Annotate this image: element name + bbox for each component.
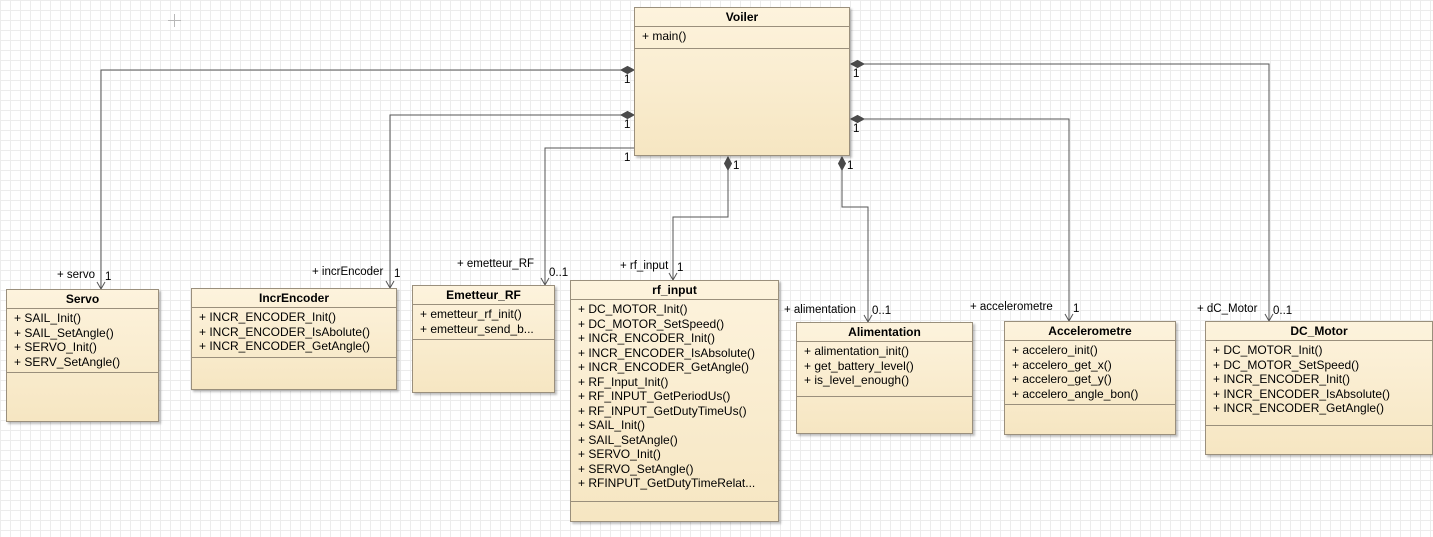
operation: + INCR_ENCODER_Init()	[199, 310, 337, 324]
operation: + RF_INPUT_GetDutyTimeUs()	[578, 403, 747, 418]
operation: + INCR_ENCODER_GetAngle()	[199, 339, 371, 353]
source-multiplicity-alimentation: 1	[847, 160, 854, 172]
class-name: Emetteur_RF	[413, 286, 554, 305]
operation: + is_level_enough()	[804, 373, 910, 387]
target-multiplicity-rfInput: 1	[677, 262, 684, 274]
operations-list: + emetteur_rf_init() + emetteur_send_b..…	[413, 305, 554, 340]
operation: + main()	[642, 29, 687, 43]
operations-list: + accelero_init() + accelero_get_x() + a…	[1005, 341, 1175, 405]
composition-diamond-rfInput	[723, 155, 733, 172]
operation: + accelero_angle_bon()	[1012, 386, 1139, 401]
source-multiplicity-servo: 1	[624, 74, 631, 86]
operation: + DC_MOTOR_SetSpeed()	[1213, 357, 1360, 372]
role-name-servo: + servo	[57, 269, 96, 281]
composition-diamond-accelerometre	[849, 114, 866, 124]
class-voiler[interactable]: Voiler + main()	[634, 7, 850, 156]
operations-list: + alimentation_init() + get_battery_leve…	[797, 342, 972, 397]
operation: + INCR_ENCODER_IsAbolute()	[199, 324, 371, 339]
operations-list: + SAIL_Init() + SAIL_SetAngle() + SERVO_…	[7, 309, 158, 373]
source-multiplicity-emetteurRF: 1	[624, 152, 631, 164]
target-multiplicity-dcMotor: 0..1	[1273, 305, 1293, 317]
class-name: Voiler	[635, 8, 849, 27]
canvas-crosshair-icon	[168, 14, 181, 27]
operation: + SAIL_Init()	[578, 418, 646, 432]
role-name-rfInput: + rf_input	[620, 260, 669, 272]
class-name: Accelerometre	[1005, 322, 1175, 341]
composition-diamond-servo	[619, 65, 636, 75]
source-multiplicity-accelerometre: 1	[853, 123, 860, 135]
arrowhead-alimentation	[863, 314, 873, 324]
arrowhead-incrEncoder	[385, 280, 395, 290]
class-name: rf_input	[571, 281, 778, 300]
target-multiplicity-accelerometre: 1	[1073, 303, 1080, 315]
composition-diamond-incrEncoder	[619, 110, 636, 120]
operation: + SERVO_SetAngle()	[578, 461, 694, 476]
operation: + accelero_get_y()	[1012, 372, 1112, 386]
association-line-servo[interactable]	[100, 69, 621, 289]
class-name: Alimentation	[797, 323, 972, 342]
role-name-alimentation: + alimentation	[784, 304, 856, 316]
operation: + INCR_ENCODER_IsAbsolute()	[578, 345, 756, 360]
operation: + INCR_ENCODER_GetAngle()	[578, 360, 750, 374]
composition-diamond-dcMotor	[849, 59, 866, 69]
operations-list: + DC_MOTOR_Init() + DC_MOTOR_SetSpeed() …	[571, 300, 778, 502]
target-multiplicity-incrEncoder: 1	[394, 268, 401, 280]
operation: + DC_MOTOR_Init()	[1213, 343, 1323, 357]
operations-list: + INCR_ENCODER_Init() + INCR_ENCODER_IsA…	[192, 308, 396, 358]
arrowhead-servo	[96, 281, 106, 291]
association-line-alimentation[interactable]	[841, 170, 869, 322]
operation: + RFINPUT_GetDutyTimeRelat...	[578, 476, 756, 490]
operation: + emetteur_rf_init()	[420, 307, 522, 321]
role-name-incrEncoder: + incrEncoder	[312, 266, 384, 278]
operation: + SAIL_Init()	[14, 311, 82, 325]
arrowhead-dcMotor	[1264, 313, 1274, 323]
operation: + RF_INPUT_GetPeriodUs()	[578, 389, 731, 403]
target-multiplicity-alimentation: 0..1	[872, 305, 892, 317]
operation: + emetteur_send_b...	[420, 321, 534, 336]
operation: + DC_MOTOR_Init()	[578, 302, 688, 316]
operations-list: + main()	[635, 27, 849, 49]
operation: + SERV_SetAngle()	[14, 354, 121, 369]
operation: + SERVO_Init()	[578, 447, 661, 461]
operation: + INCR_ENCODER_GetAngle()	[1213, 401, 1385, 415]
arrowhead-accelerometre	[1064, 313, 1074, 323]
class-rfInput[interactable]: rf_input + DC_MOTOR_Init() + DC_MOTOR_Se…	[570, 280, 779, 522]
class-name: IncrEncoder	[192, 289, 396, 308]
class-alimentation[interactable]: Alimentation + alimentation_init() + get…	[796, 322, 973, 434]
role-name-dcMotor: + dC_Motor	[1197, 303, 1258, 315]
association-line-dcMotor[interactable]	[864, 63, 1270, 321]
operation: + DC_MOTOR_SetSpeed()	[578, 316, 725, 331]
operation: + RF_Input_Init()	[578, 374, 669, 389]
class-servo[interactable]: Servo + SAIL_Init() + SAIL_SetAngle() + …	[6, 289, 159, 422]
operation: + INCR_ENCODER_Init()	[1213, 372, 1351, 386]
role-name-accelerometre: + accelerometre	[970, 301, 1053, 313]
operation: + INCR_ENCODER_IsAbsolute()	[1213, 386, 1391, 401]
operation: + alimentation_init()	[804, 344, 910, 358]
source-multiplicity-incrEncoder: 1	[624, 119, 631, 131]
class-accelerometre[interactable]: Accelerometre + accelero_init() + accele…	[1004, 321, 1176, 435]
operations-list: + DC_MOTOR_Init() + DC_MOTOR_SetSpeed() …	[1206, 341, 1432, 426]
class-dcMotor[interactable]: DC_Motor + DC_MOTOR_Init() + DC_MOTOR_Se…	[1205, 321, 1433, 455]
association-line-accelerometre[interactable]	[864, 118, 1070, 321]
target-multiplicity-servo: 1	[105, 271, 112, 283]
composition-diamond-alimentation	[837, 155, 847, 172]
source-multiplicity-dcMotor: 1	[853, 68, 860, 80]
source-multiplicity-rfInput: 1	[733, 160, 740, 172]
operation: + accelero_get_x()	[1012, 357, 1112, 372]
class-name: DC_Motor	[1206, 322, 1432, 341]
operation: + accelero_init()	[1012, 343, 1098, 357]
arrowhead-emetteurRF	[540, 277, 550, 287]
operation: + INCR_ENCODER_Init()	[578, 331, 716, 345]
class-name: Servo	[7, 290, 158, 309]
target-multiplicity-emetteurRF: 0..1	[549, 267, 569, 279]
role-name-emetteurRF: + emetteur_RF	[457, 258, 535, 270]
operation: + SAIL_SetAngle()	[578, 432, 678, 447]
operation: + SERVO_Init()	[14, 340, 97, 354]
operation: + get_battery_level()	[804, 358, 914, 373]
operation: + SAIL_SetAngle()	[14, 325, 114, 340]
arrowhead-rfInput	[668, 272, 678, 282]
class-emetteurRF[interactable]: Emetteur_RF + emetteur_rf_init() + emett…	[412, 285, 555, 393]
class-incrEncoder[interactable]: IncrEncoder + INCR_ENCODER_Init() + INCR…	[191, 288, 397, 390]
